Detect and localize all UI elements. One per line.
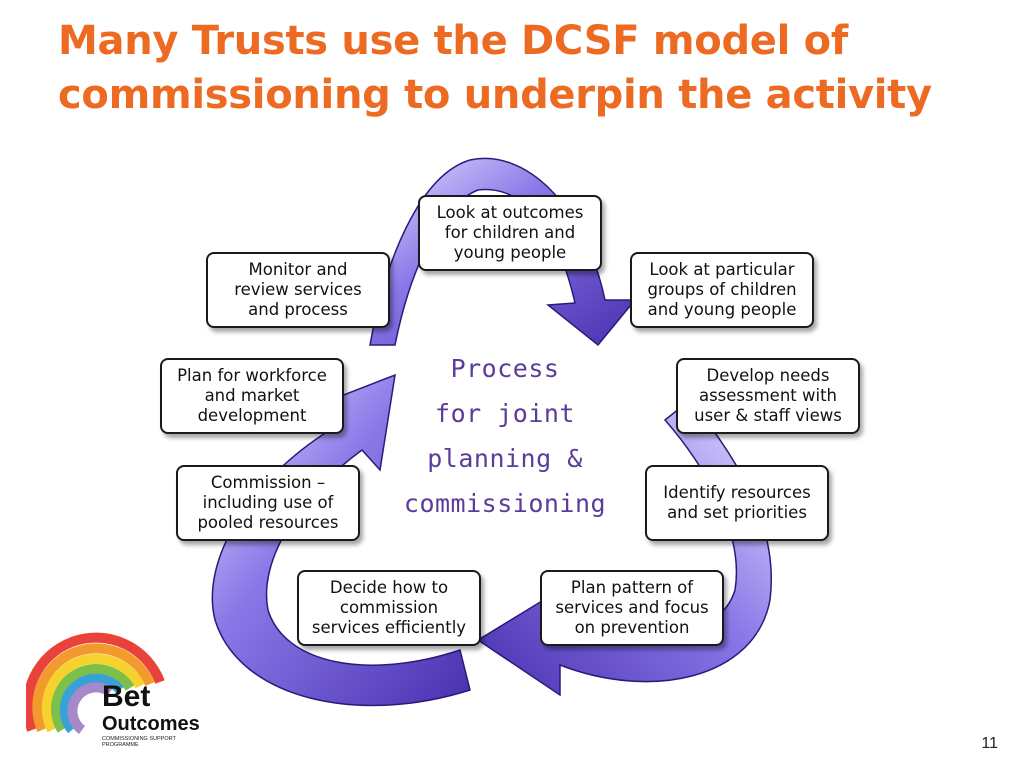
step-label: Look at particular groups of children an… — [647, 260, 797, 319]
process-caption-line-2: for joint — [435, 399, 575, 428]
step-label: Monitor and review services and process — [234, 260, 362, 319]
logo-tagline-line-2: PROGRAMME — [102, 742, 139, 748]
logo-tagline-line-1: COMMISSIONING SUPPORT — [102, 736, 176, 742]
rainbow-band-lilac — [67, 682, 113, 735]
step-plan-pattern-of-services: Plan pattern of services and focus on pr… — [540, 570, 724, 646]
rainbow-band-blue — [59, 673, 124, 734]
rainbow-band-red — [22, 632, 165, 732]
slide-title: Many Trusts use the DCSF model of commis… — [58, 14, 998, 122]
logo-text-line-1: Bet — [102, 680, 150, 713]
title-line-1: Many Trusts use the DCSF model of — [58, 18, 848, 64]
step-label: Identify resources and set priorities — [663, 483, 811, 522]
page-number: 11 — [981, 735, 998, 752]
step-look-at-outcomes: Look at outcomes for children and young … — [418, 195, 602, 271]
step-develop-needs-assessment: Develop needs assessment with user & sta… — [676, 358, 860, 434]
step-commission-pooled-resources: Commission – including use of pooled res… — [176, 465, 360, 541]
process-caption-line-3: planning & — [427, 444, 583, 473]
process-caption-line-4: commissioning — [403, 489, 607, 518]
step-monitor-and-review: Monitor and review services and process — [206, 252, 390, 328]
title-line-2: commissioning to underpin the activity — [58, 72, 932, 118]
better-outcomes-logo: Bet Outcomes COMMISSIONING SUPPORT PROGR… — [22, 612, 216, 752]
logo-text-line-2: Outcomes — [102, 713, 200, 735]
step-label: Plan pattern of services and focus on pr… — [555, 578, 709, 637]
step-label: Plan for workforce and market developmen… — [177, 366, 327, 425]
step-label: Look at outcomes for children and young … — [436, 203, 584, 262]
step-identify-resources: Identify resources and set priorities — [645, 465, 829, 541]
step-decide-how-to-commission: Decide how to commission services effici… — [297, 570, 481, 646]
rainbow-band-green — [51, 664, 135, 733]
step-plan-for-workforce: Plan for workforce and market developmen… — [160, 358, 344, 434]
process-caption: Process for joint planning & commissioni… — [380, 346, 630, 526]
process-caption-line-1: Process — [450, 354, 560, 383]
rainbow-logo-icon: Bet Outcomes COMMISSIONING SUPPORT PROGR… — [22, 632, 200, 748]
step-label: Commission – including use of pooled res… — [197, 473, 339, 532]
step-look-at-particular-groups: Look at particular groups of children an… — [630, 252, 814, 328]
rainbow-band-yellow — [41, 653, 145, 733]
step-label: Develop needs assessment with user & sta… — [694, 366, 842, 425]
rainbow-band-orange — [32, 643, 155, 732]
step-label: Decide how to commission services effici… — [311, 578, 467, 637]
